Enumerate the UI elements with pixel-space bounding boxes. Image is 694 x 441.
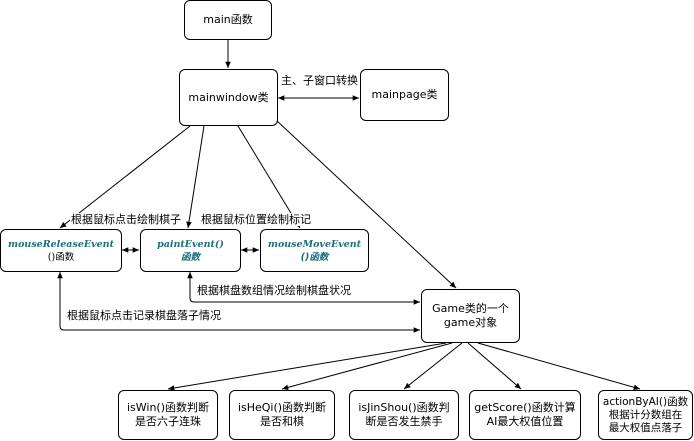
getscore-function-line1: getScore()函数计算 [474, 401, 576, 414]
isjinshou-function-line2: 断是否发生禁手 [365, 415, 443, 428]
game-object-node: Game类的一个 game对象 [421, 289, 520, 343]
iswin-function-node: isWin()函数判断 是否六子连珠 [118, 390, 218, 440]
edge-mainwindow-mouserelease [59, 125, 191, 229]
mouse-release-event-code: mouseReleaseEvent [8, 238, 114, 250]
game-object-line1: Game类的一个 [432, 302, 509, 315]
paint-event-suffix: 函数 [180, 251, 200, 263]
edge-mainwindow-paint [186, 125, 205, 229]
edge-game-iswin [167, 342, 447, 391]
mouse-release-event-suffix: ()函数 [47, 251, 75, 263]
mouse-move-event-code: mouseMoveEvent [267, 238, 362, 250]
actionbyai-function-line2: 根据计分数组在 [608, 408, 683, 421]
actionbyai-function-node: actionByAI()函数 根据计分数组在 最大权值点落子 [598, 390, 693, 440]
mainpage-class-label: mainpage类 [371, 88, 438, 101]
main-function-label: main函数 [203, 13, 253, 26]
paint-event-node: paintEvent() 函数 [140, 229, 241, 272]
isheqi-function-line2: 是否和棋 [260, 415, 304, 428]
mainwindow-class-label: mainwindow类 [188, 90, 269, 104]
iswin-function-line2: 是否六子连珠 [135, 415, 201, 428]
paint-event-code: paintEvent() [157, 238, 224, 250]
edge-game-isheqi [281, 342, 453, 391]
edge-mainwindow-game [275, 119, 457, 289]
actionbyai-function-line3: 最大权值点落子 [608, 421, 683, 434]
click-draw-label: 根据鼠标点击绘制棋子 [70, 213, 182, 226]
mouse-move-event-suffix: ()函数 [300, 251, 329, 263]
iswin-function-line1: isWin()函数判断 [126, 401, 210, 414]
mouse-release-event-node: mouseReleaseEvent ()函数 [0, 229, 122, 272]
switch-label: 主、子窗口转换 [280, 74, 359, 87]
mainpage-class-node: mainpage类 [360, 69, 449, 121]
board-array-label: 根据棋盘数组情况绘制棋盘状况 [196, 284, 352, 297]
isheqi-function-line1: isHeQi()函数判断 [237, 401, 327, 414]
isjinshou-function-node: isJinShou()函数判 断是否发生禁手 [349, 390, 459, 440]
edge-mainwindow-mousemove [237, 125, 301, 229]
edge-game-actionbyai [477, 342, 641, 390]
edge-game-isjinshou [403, 342, 463, 390]
mouse-move-event-node: mouseMoveEvent ()函数 [260, 229, 369, 272]
position-mark-label: 根据鼠标位置绘制标记 [200, 213, 312, 226]
edge-mouserelease-game [57, 272, 420, 333]
isjinshou-function-line1: isJinShou()函数判 [358, 401, 450, 414]
actionbyai-function-line1: actionByAI()函数 [602, 395, 689, 408]
isheqi-function-node: isHeQi()函数判断 是否和棋 [229, 390, 335, 440]
game-object-line2: game对象 [443, 316, 498, 329]
click-record-label: 根据鼠标点击记录棋盘落子情况 [66, 309, 222, 322]
getscore-function-line2: AI最大权值位置 [486, 415, 564, 428]
edge-game-getscore [467, 342, 522, 390]
getscore-function-node: getScore()函数计算 AI最大权值位置 [469, 390, 581, 440]
mainwindow-class-node: mainwindow类 [179, 69, 278, 126]
main-function-node: main函数 [184, 0, 272, 40]
